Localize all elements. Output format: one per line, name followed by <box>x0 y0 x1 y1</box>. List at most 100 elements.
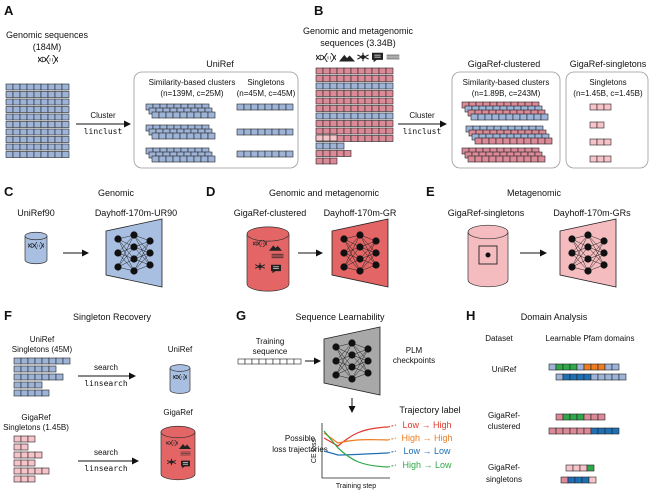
b-input-strip-cell <box>336 67 345 75</box>
b-cluster-stack-2-cell <box>537 137 546 145</box>
bug-icon <box>356 52 370 62</box>
g-network-edge <box>351 348 369 380</box>
b-input-strip-cell <box>357 90 366 97</box>
a-input-strip-cell <box>12 106 21 113</box>
a-input-strip-cell <box>54 113 63 121</box>
b-input-strip-cell <box>315 134 324 142</box>
b-input-strip <box>315 142 345 150</box>
a-input-strip-cell <box>19 128 28 136</box>
f-uniref-singleton-strip <box>13 373 64 381</box>
b-input-strip-cell <box>336 120 345 127</box>
f-uniref-database <box>169 364 191 394</box>
f-gigaref-singleton-strip-cell <box>13 467 22 475</box>
a-input-strip-cell <box>26 151 35 158</box>
a-input-strip-cell <box>26 83 35 91</box>
g-network-node <box>332 343 340 351</box>
a-input-strip-cell <box>54 91 63 98</box>
b-input-strip-cell <box>322 112 331 120</box>
a-input-strip-cell <box>40 98 49 106</box>
chat-icon <box>371 52 384 63</box>
b-cluster-stack-2-cell <box>509 137 518 145</box>
a-input-strip-cell <box>61 98 70 106</box>
d-network-edge <box>359 252 377 272</box>
a-cluster-stack <box>145 147 210 155</box>
a-input-strip-cell <box>33 98 42 106</box>
a-input-strip-cell <box>12 113 21 121</box>
b-input-strip-cell <box>315 150 324 157</box>
a-input-strip-cell <box>40 151 49 158</box>
a-input-strip-cell <box>19 91 28 98</box>
b-singleton-strip-cell <box>596 155 605 163</box>
a-input-strip-cell <box>54 121 63 128</box>
b-input-strip-cell <box>357 135 366 142</box>
b-input-strip-cell <box>336 112 345 120</box>
a-input-strip-cell <box>61 83 70 91</box>
a-singleton-strip-cell <box>285 103 294 111</box>
c-network-node <box>114 263 122 271</box>
b-input-strip-cell <box>322 142 331 150</box>
b-input-strip-cell <box>350 97 359 105</box>
a-input-strip-cell <box>12 136 21 143</box>
g-training-strip-cell <box>244 358 253 365</box>
b-input-strip-cell <box>371 82 380 90</box>
a-input-strip-cell <box>54 83 63 91</box>
b-input-strip-cell <box>357 105 366 112</box>
g-network-node <box>364 345 372 353</box>
f-gigaref-singleton-strip-cell <box>20 435 29 443</box>
b-cluster-stack-3-cell <box>467 155 476 163</box>
g-trajectory-connector <box>387 464 397 468</box>
a-input-strip-cell <box>61 91 70 98</box>
b-cluster-stack-3-cell <box>523 155 532 163</box>
b-input-strip-cell <box>364 97 373 105</box>
f-gigaref-singleton-strip <box>13 451 43 459</box>
b-input-strip-cell <box>371 112 380 120</box>
g-trajectory-label: Low → Low <box>403 446 451 456</box>
a-input-strip-cell <box>5 91 14 98</box>
b-singletons-counts: (n=1.45B, c=1.45B) <box>573 89 643 98</box>
b-input-strip-cell <box>385 112 394 120</box>
c-network-node <box>146 237 154 245</box>
a-input-strip-cell <box>33 113 42 121</box>
b-singleton-strip-cell <box>589 103 598 111</box>
a-input-strip-cell <box>5 151 14 158</box>
a-input-strip-cell <box>33 121 42 128</box>
a-singleton-strip-cell <box>243 103 252 111</box>
a-input-strip-cell <box>19 113 28 121</box>
f-gigaref-singleton-strip-cell <box>20 467 29 475</box>
d-network-edge <box>343 234 361 268</box>
a-input-strip-cell <box>47 106 56 113</box>
b-input-strip-cell <box>350 127 359 135</box>
e-network-node <box>584 255 592 263</box>
g-training-strip-cell <box>258 358 267 365</box>
a-input-strip-cell <box>61 106 70 113</box>
f-linsearch-text-1: linsearch <box>84 379 128 388</box>
b-input-strip-cell <box>329 67 338 75</box>
h-gigaref-singletons-row-1-cell <box>565 464 574 472</box>
b-cluster-stack-1-cell <box>505 113 514 121</box>
h-uniref-row-1-cell <box>583 363 592 371</box>
g-xlabel: Training step <box>336 483 376 490</box>
a-singleton-strip-cell <box>236 128 245 136</box>
a-singletons-title: Singletons <box>247 78 284 87</box>
a-singleton-strip-cell <box>257 150 266 158</box>
a-cluster-stack-cell <box>179 155 188 163</box>
a-cluster-stack-cell <box>158 111 167 119</box>
a-input-strip-cell <box>33 151 42 158</box>
f-uniref-singleton-strip-cell <box>34 365 43 373</box>
b-input-strip-cell <box>343 127 352 135</box>
b-cluster-stack-2-cell <box>481 137 490 145</box>
d-network-edge <box>343 246 361 268</box>
f-uniref-singleton-strip <box>13 389 50 397</box>
b-input-strip-cell <box>315 120 324 127</box>
a-input-strip-cell <box>12 128 21 136</box>
a-input-strip-cell <box>54 98 63 106</box>
b-input-strip-cell <box>385 105 394 112</box>
e-network-node <box>600 261 608 269</box>
a-input-strip-cell <box>26 128 35 136</box>
d-network-edge <box>343 234 361 254</box>
d-network-node <box>372 237 380 245</box>
c-network-edge <box>133 240 151 260</box>
a-input-strip-cell <box>33 83 42 91</box>
f-uniref-singleton-strip-cell <box>13 389 22 397</box>
h-gigaref-singletons-row-1 <box>565 464 595 472</box>
